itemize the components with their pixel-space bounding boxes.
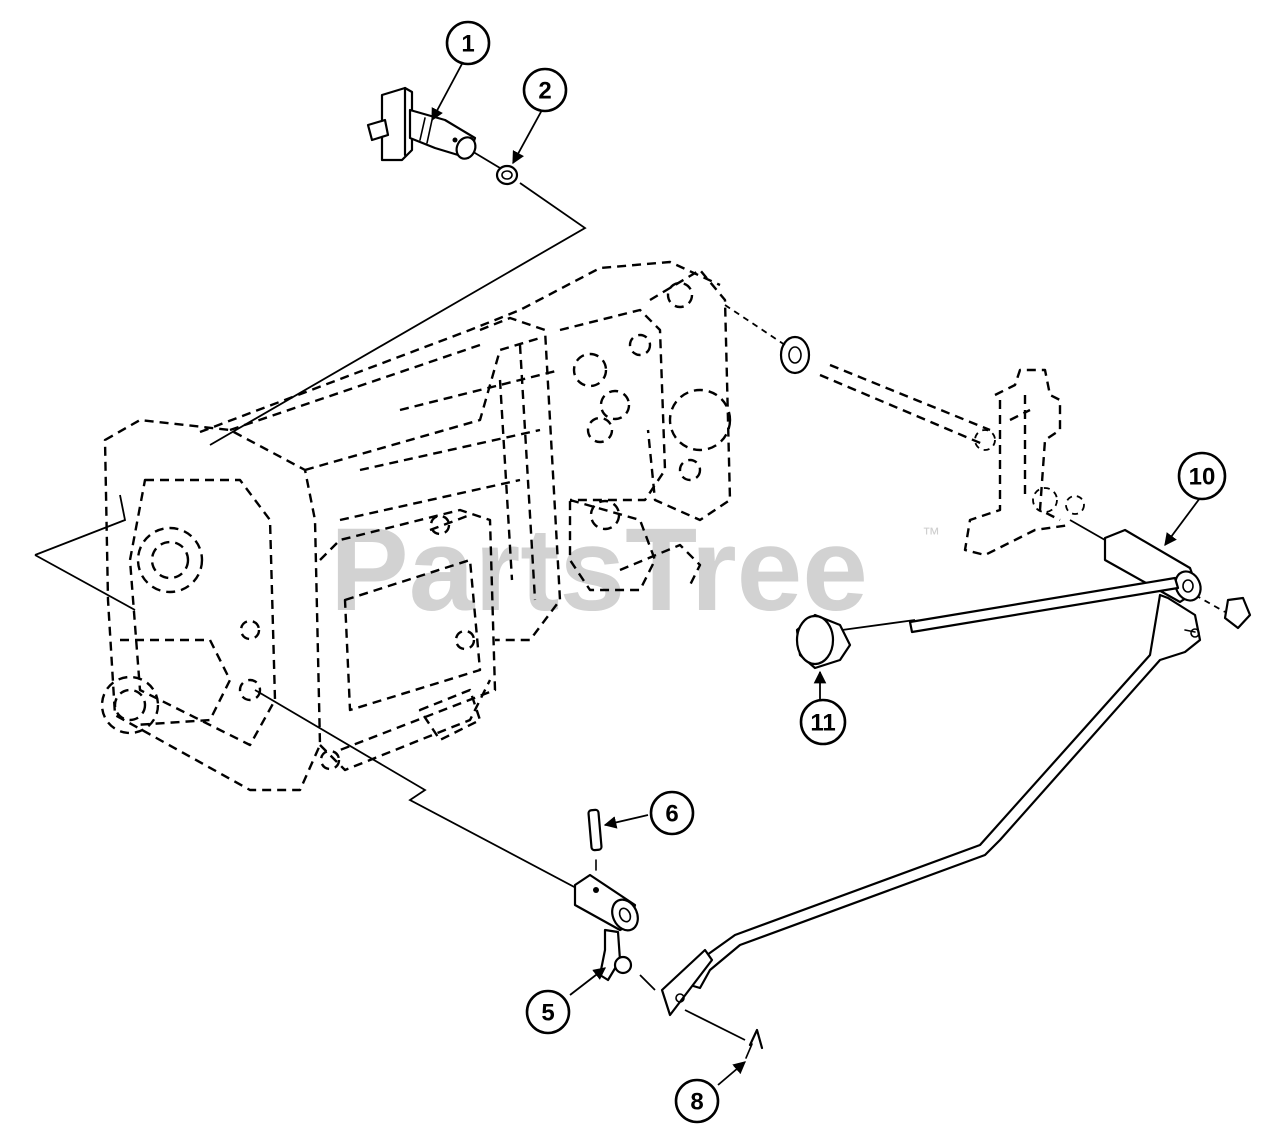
part-6-roll-pin bbox=[587, 808, 603, 871]
part-1-shift-shaft bbox=[366, 86, 477, 162]
part-11-shift-knob bbox=[795, 576, 1180, 670]
callout-6: 6 bbox=[649, 790, 695, 836]
watermark-text: PartsTree bbox=[330, 504, 868, 636]
callout-2: 2 bbox=[522, 67, 568, 113]
callout-label: 10 bbox=[1189, 464, 1216, 491]
alignment-lines bbox=[34, 149, 1226, 1041]
callout-8: 8 bbox=[674, 1078, 720, 1124]
callout-label: 1 bbox=[461, 31, 474, 58]
callout-label: 6 bbox=[665, 801, 678, 828]
callout-label: 11 bbox=[810, 710, 835, 737]
part-8-cotter-pin bbox=[745, 1028, 764, 1059]
callout-11: 11 bbox=[799, 698, 847, 746]
callout-label: 5 bbox=[541, 1000, 554, 1027]
watermark-trademark: ™ bbox=[922, 524, 940, 544]
transmission-housing bbox=[100, 260, 732, 792]
callout-5: 5 bbox=[525, 989, 571, 1035]
part-2-o-ring bbox=[495, 164, 519, 186]
callout-label: 8 bbox=[690, 1089, 703, 1116]
rear-shift-assembly bbox=[779, 335, 1085, 557]
watermark: PartsTree ™ bbox=[330, 504, 940, 636]
callout-arrows bbox=[431, 61, 1201, 1086]
callout-10: 10 bbox=[1177, 451, 1227, 501]
callout-label: 2 bbox=[538, 78, 551, 105]
callout-1: 1 bbox=[445, 20, 491, 66]
part-5-coupler bbox=[573, 873, 639, 982]
